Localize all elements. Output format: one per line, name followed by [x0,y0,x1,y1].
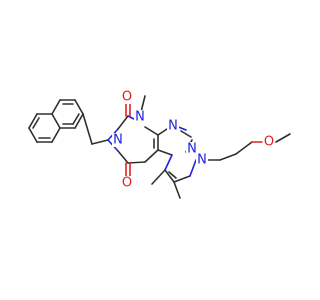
svg-text:N: N [168,119,178,134]
atom-label-o6: O [121,176,133,191]
methoxyethyl-chain [203,133,291,161]
atom-label-n8: N [196,153,208,168]
naphthalene-ring-b [28,113,61,143]
atom-label-n7: N [167,119,179,134]
svg-text:N: N [187,142,197,157]
atom-label-n3: N [112,133,124,148]
svg-text:O: O [264,135,274,150]
benzyl-linker [82,113,109,145]
fused-five-ring [164,154,197,183]
carbonyl-bonds [125,101,131,177]
molecule-structure: N N N N N O O O [28,90,291,199]
svg-text:N: N [135,110,145,125]
atom-label-n9: N [186,142,198,157]
naphthalene-ring-a [51,99,84,129]
svg-text:O: O [122,90,132,105]
atom-label-n1: N [134,110,146,125]
atom-label-o2: O [121,90,133,105]
svg-text:N: N [197,153,207,168]
svg-text:O: O [122,176,132,191]
molecule-canvas: N N N N N O O O [28,90,291,199]
atom-label-o-ether: O [263,135,275,150]
ring-methyls [151,169,181,199]
svg-text:N: N [113,133,123,148]
